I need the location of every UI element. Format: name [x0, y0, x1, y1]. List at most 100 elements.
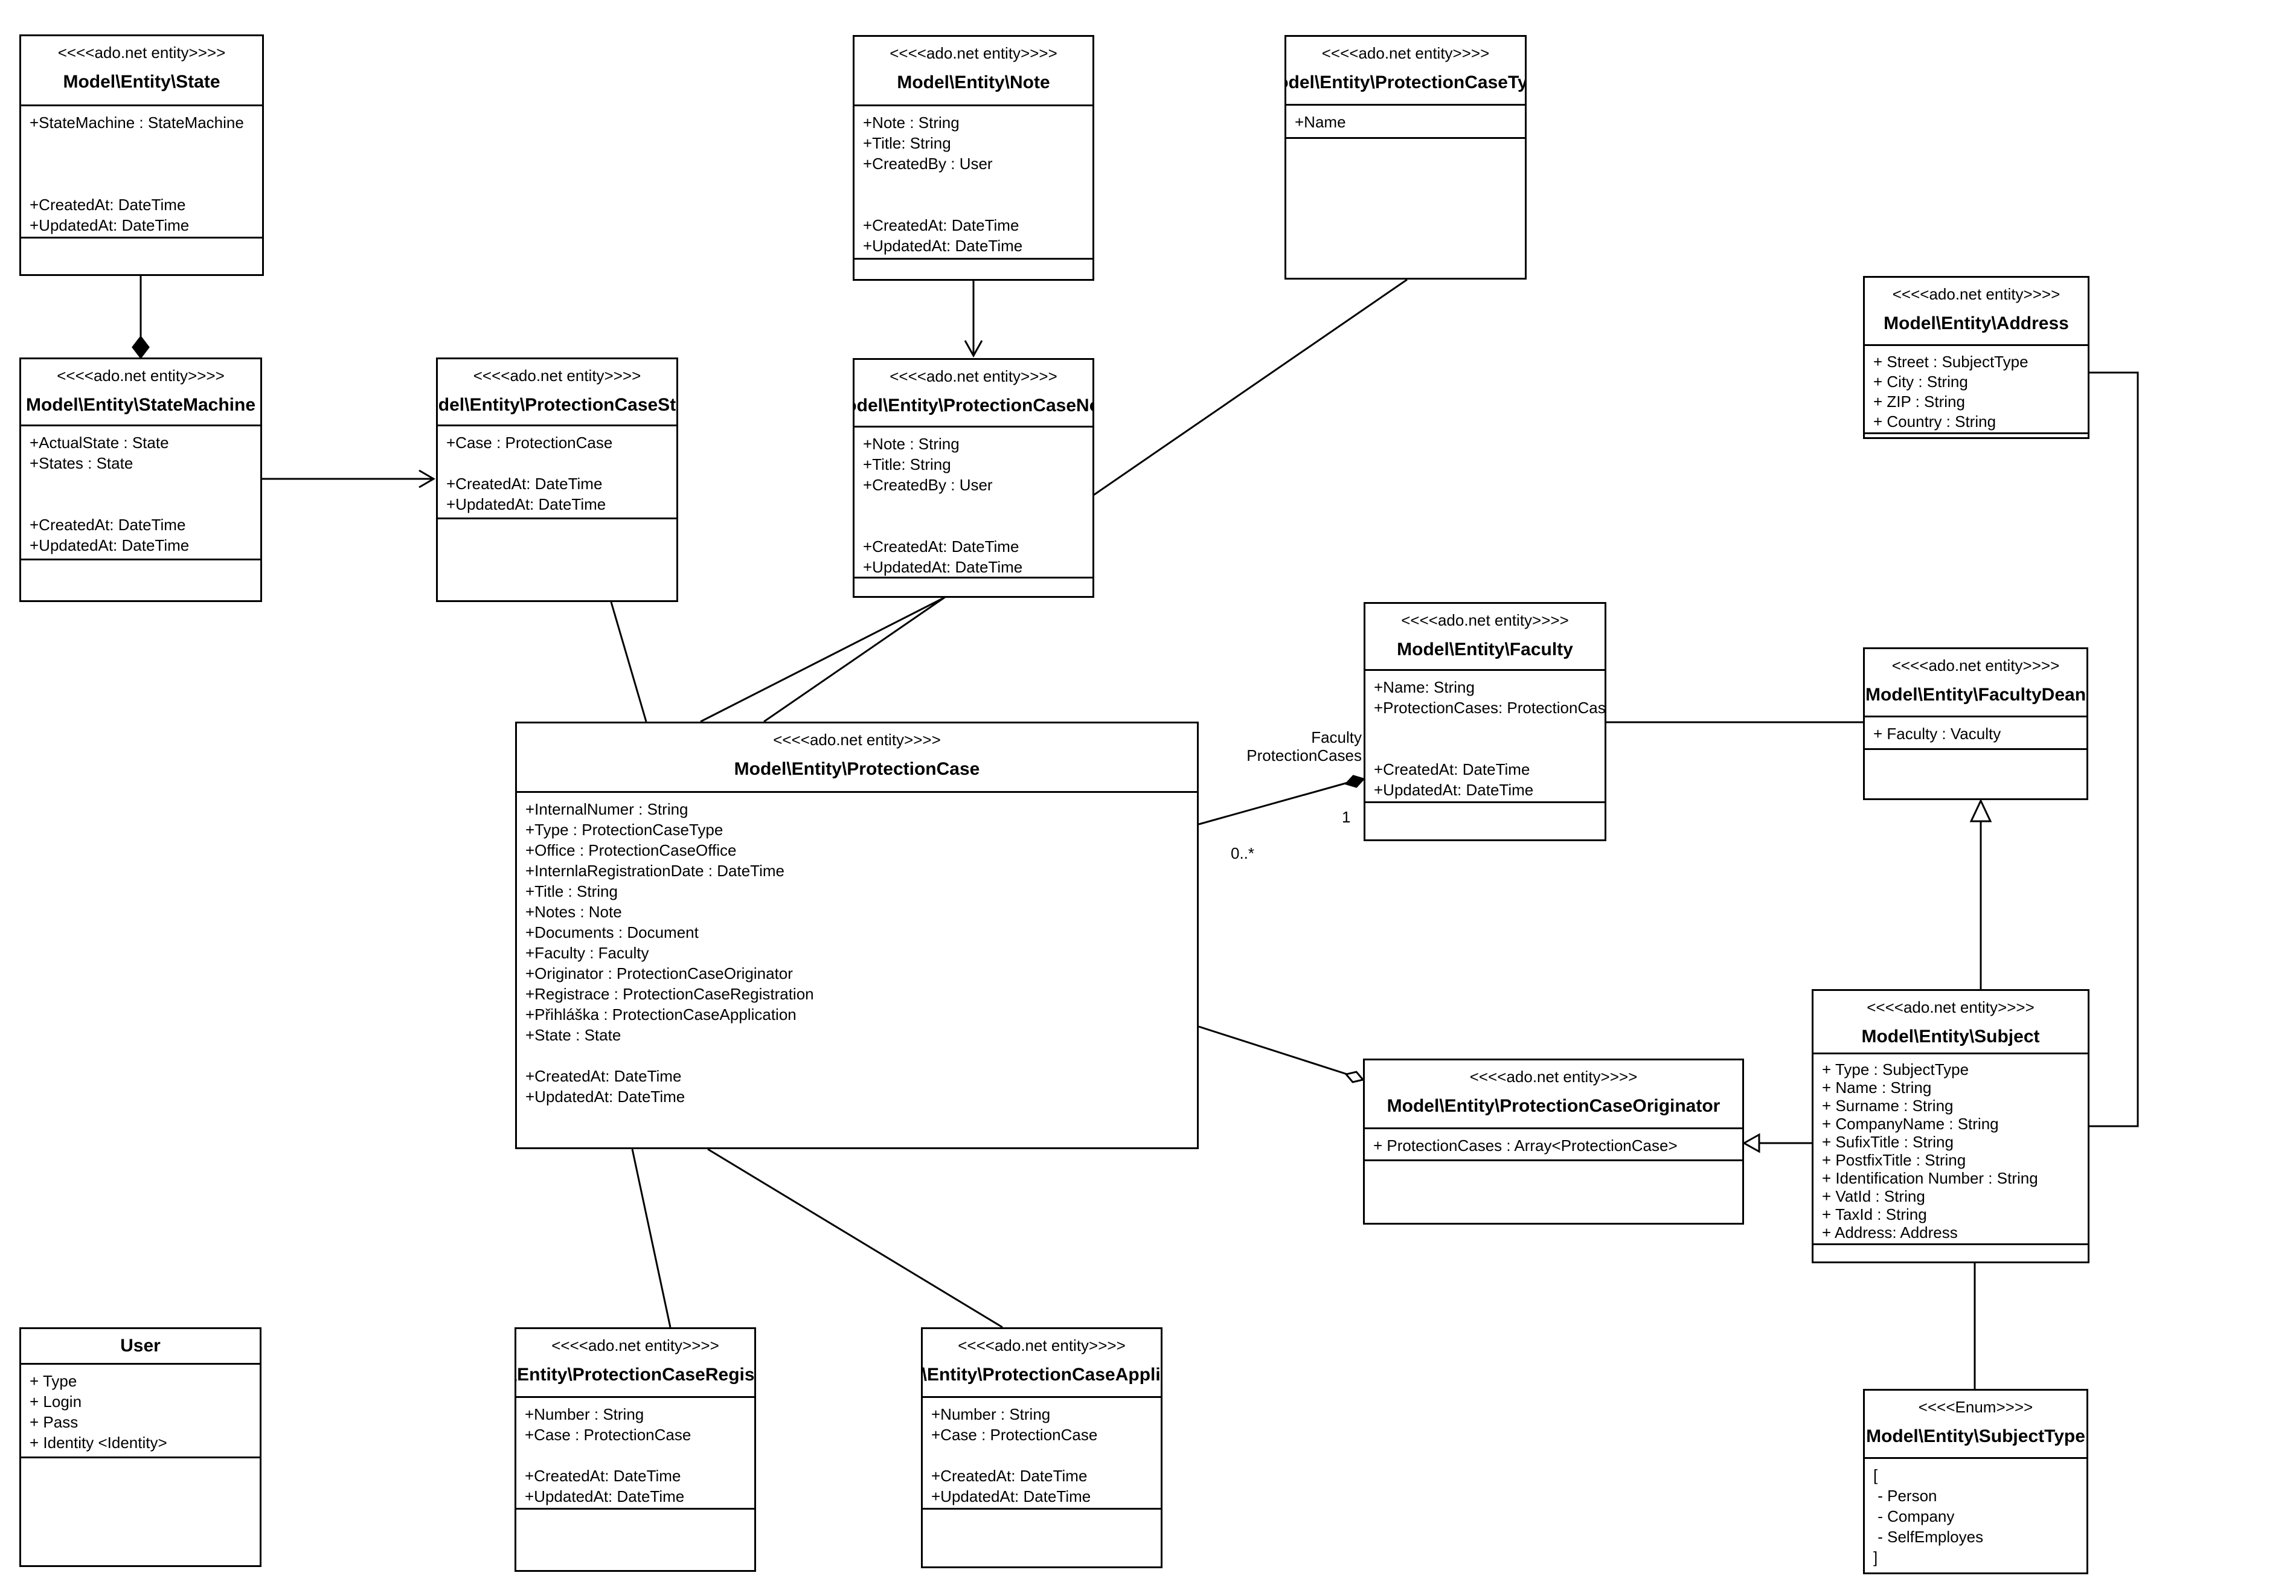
class-title: Model\Entity\Subject	[1861, 1027, 2040, 1046]
attribute-compartment: [ - Person - Company - SelfEmployes]	[1865, 1459, 2086, 1572]
stereotype-label: <<<<ado.net entity>>>>	[1892, 285, 2060, 303]
attribute-line: - Person	[1873, 1487, 1937, 1505]
class-box-protection-case-state: <<<<ado.net entity>>>>Model\Entity\Prote…	[436, 357, 678, 602]
multiplicity-zero-many: 0..*	[1231, 844, 1285, 862]
class-header-note: <<<<ado.net entity>>>>Model\Entity\Note	[855, 37, 1092, 106]
stereotype-label: <<<<ado.net entity>>>>	[57, 367, 225, 385]
class-header-protection-case-originator: <<<<ado.net entity>>>>Model\Entity\Prote…	[1365, 1060, 1742, 1129]
protectioncasestate-to-protectioncase	[610, 601, 647, 722]
class-header-subject-type: <<<<Enum>>>>Model\Entity\SubjectType	[1865, 1391, 2086, 1459]
protectioncase-to-faculty-composition	[1198, 781, 1348, 825]
multiplicity-zero-many-text: 0..*	[1231, 844, 1255, 862]
protectioncase-to-application	[707, 1148, 1003, 1328]
empty-compartment	[1286, 137, 1525, 278]
empty-compartment	[1865, 748, 2086, 798]
empty-compartment	[1365, 801, 1605, 839]
class-title: Model\Entity\SubjectType	[1866, 1426, 2085, 1446]
attribute-line: +CreatedBy : User	[863, 155, 993, 173]
attribute-line	[1374, 718, 1603, 739]
class-header-state-machine: <<<<ado.net entity>>>>Model\Entity\State…	[21, 359, 260, 426]
empty-compartment	[21, 1457, 260, 1565]
attribute-line: + SufixTitle : String	[1822, 1133, 1954, 1151]
attribute-line: + TaxId : String	[1822, 1205, 1927, 1223]
attribute-line: + Faculty : Vaculty	[1873, 725, 2001, 743]
empty-compartment	[855, 577, 1092, 596]
attribute-line: +CreatedAt: DateTime	[863, 537, 1019, 556]
attribute-line: +UpdatedAt: DateTime	[931, 1487, 1091, 1505]
attribute-line: + Country : String	[1873, 412, 1996, 431]
statemachine-to-protectioncasestate-arrow-marker	[418, 469, 435, 489]
attribute-compartment: + Type : SubjectType+ Name : String+ Sur…	[1813, 1054, 2088, 1243]
class-title: Model\Entity\FacultyDean	[1865, 685, 2086, 705]
attribute-line	[30, 473, 259, 494]
attribute-line: +Faculty : Faculty	[525, 944, 649, 962]
attribute-line: +InternlaRegistrationDate : DateTime	[525, 862, 784, 880]
empty-compartment	[923, 1508, 1161, 1566]
attribute-line: [	[1873, 1466, 1878, 1484]
attribute-line: +Number : String	[931, 1405, 1051, 1423]
attribute-compartment: + ProtectionCases : Array<ProtectionCase…	[1365, 1129, 1742, 1159]
subject-to-facultydean-generalization-marker	[1969, 798, 1992, 822]
attribute-line: +UpdatedAt: DateTime	[30, 536, 190, 554]
attribute-line	[1374, 739, 1603, 759]
attribute-line: +Note : String	[863, 435, 960, 453]
attribute-line: +States : State	[30, 454, 133, 472]
class-header-faculty: <<<<ado.net entity>>>>Model\Entity\Facul…	[1365, 604, 1605, 671]
attribute-line: + Identification Number : String	[1822, 1169, 2038, 1187]
attribute-line: +Přihláška : ProtectionCaseApplication	[525, 1005, 797, 1024]
attribute-line: + Name : String	[1822, 1078, 1932, 1097]
class-box-protection-case-note: <<<<ado.net entity>>>>Model\Entity\Prote…	[853, 358, 1094, 598]
class-header-protection-case-type: <<<<ado.net entity>>>> Model\Entity\Prote…	[1286, 37, 1525, 106]
stereotype-label: <<<<ado.net entity>>>>	[1401, 611, 1569, 629]
attribute-line: + Login	[30, 1392, 82, 1411]
class-title: Model\Entity\ProtectionCaseOriginator	[1387, 1096, 1720, 1116]
class-header-protection-case: <<<<ado.net entity>>>>Model\Entity\Prote…	[517, 723, 1197, 793]
class-header-faculty-dean: <<<<ado.net entity>>>>Model\Entity\Facul…	[1865, 649, 2086, 717]
attribute-line: +CreatedAt: DateTime	[30, 516, 186, 534]
attribute-line: + Street : SubjectType	[1873, 353, 2028, 371]
attribute-line	[446, 453, 675, 473]
attribute-line	[863, 495, 1091, 516]
multiplicity-one-text: 1	[1342, 808, 1351, 826]
attribute-line: +CreatedAt: DateTime	[863, 216, 1019, 234]
empty-compartment	[1813, 1243, 2088, 1261]
class-box-note: <<<<ado.net entity>>>>Model\Entity\Note +…	[853, 35, 1094, 281]
attribute-line: +Note : String	[863, 114, 960, 132]
class-box-protection-case-type: <<<<ado.net entity>>>> Model\Entity\Prote…	[1284, 35, 1527, 280]
class-box-subject-type: <<<<Enum>>>>Model\Entity\SubjectType[ - …	[1863, 1389, 2088, 1574]
attribute-compartment: +Name	[1286, 106, 1525, 137]
attribute-line	[863, 194, 1091, 215]
empty-compartment	[855, 258, 1092, 279]
attribute-line: + VatId : String	[1822, 1187, 1925, 1205]
attribute-line: + Pass	[30, 1413, 79, 1431]
class-title: Model\Entity\ProtectionCaseApplication	[923, 1365, 1161, 1385]
class-title: Model\Entity\ProtectionCaseType	[1286, 72, 1525, 92]
attribute-line	[30, 153, 261, 174]
class-title: Model\Entity\ProtectionCase	[734, 759, 980, 779]
empty-compartment	[516, 1508, 754, 1570]
protectioncase-to-faculty-composition-marker	[1344, 775, 1365, 788]
attribute-line	[525, 1445, 753, 1466]
multiplicity-one: 1	[1342, 808, 1378, 826]
empty-compartment	[21, 559, 260, 600]
attribute-line: - Company	[1873, 1507, 1955, 1525]
class-title: Model\Entity\State	[63, 72, 220, 92]
attribute-line	[30, 494, 259, 514]
attribute-line: +CreatedBy : User	[863, 476, 993, 494]
stereotype-label: <<<<ado.net entity>>>>	[958, 1336, 1126, 1354]
class-header-state: <<<<ado.net entity>>>> Model\Entity\State	[21, 36, 262, 106]
attribute-line: +Title: String	[863, 455, 951, 473]
assoc-label-faculty-protectioncases-text: Faculty	[1311, 728, 1362, 746]
attribute-compartment: + Faculty : Vaculty	[1865, 717, 2086, 748]
empty-compartment	[21, 237, 262, 274]
class-box-faculty-dean: <<<<ado.net entity>>>>Model\Entity\Facul…	[1863, 647, 2088, 800]
attribute-line	[525, 1045, 1196, 1066]
stereotype-label: <<<<ado.net entity>>>>	[1321, 44, 1490, 62]
attribute-line: +CreatedAt: DateTime	[525, 1467, 681, 1485]
protectioncase-to-originator-aggregation-marker	[1344, 1071, 1365, 1083]
attribute-line: +Notes : Note	[525, 903, 622, 921]
attribute-line: +Case : ProtectionCase	[931, 1426, 1098, 1444]
stereotype-label: <<<<ado.net entity>>>>	[57, 43, 226, 62]
class-title: Model\Entity\Note	[897, 72, 1050, 92]
